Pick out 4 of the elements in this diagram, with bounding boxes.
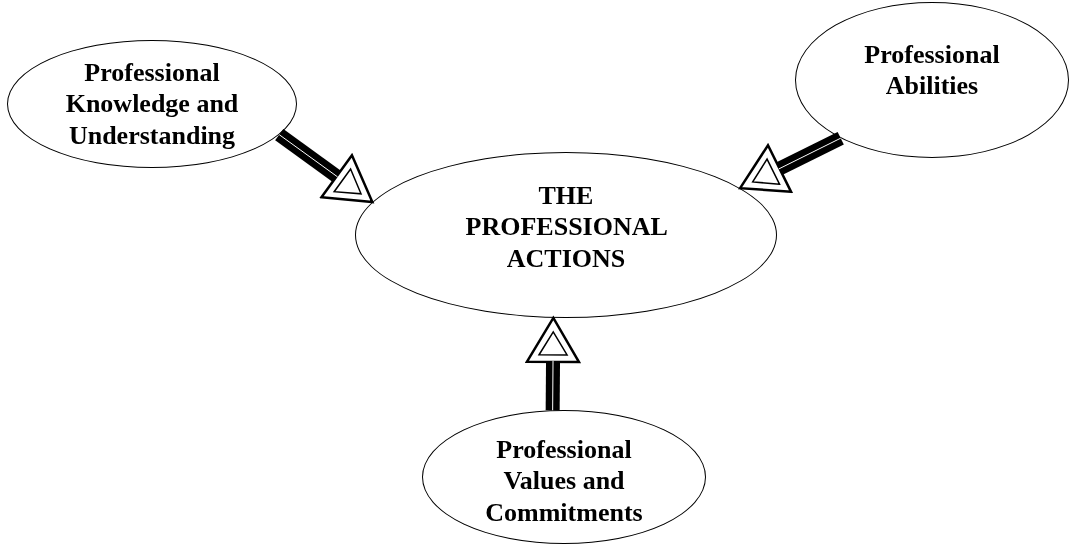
node-label: Professional Knowledge and Understanding — [64, 57, 240, 151]
node-label: Professional Values and Commitments — [484, 434, 644, 528]
node-label: THE PROFESSIONAL ACTIONS — [465, 180, 667, 274]
node-label: Professional Abilities — [863, 38, 1001, 102]
